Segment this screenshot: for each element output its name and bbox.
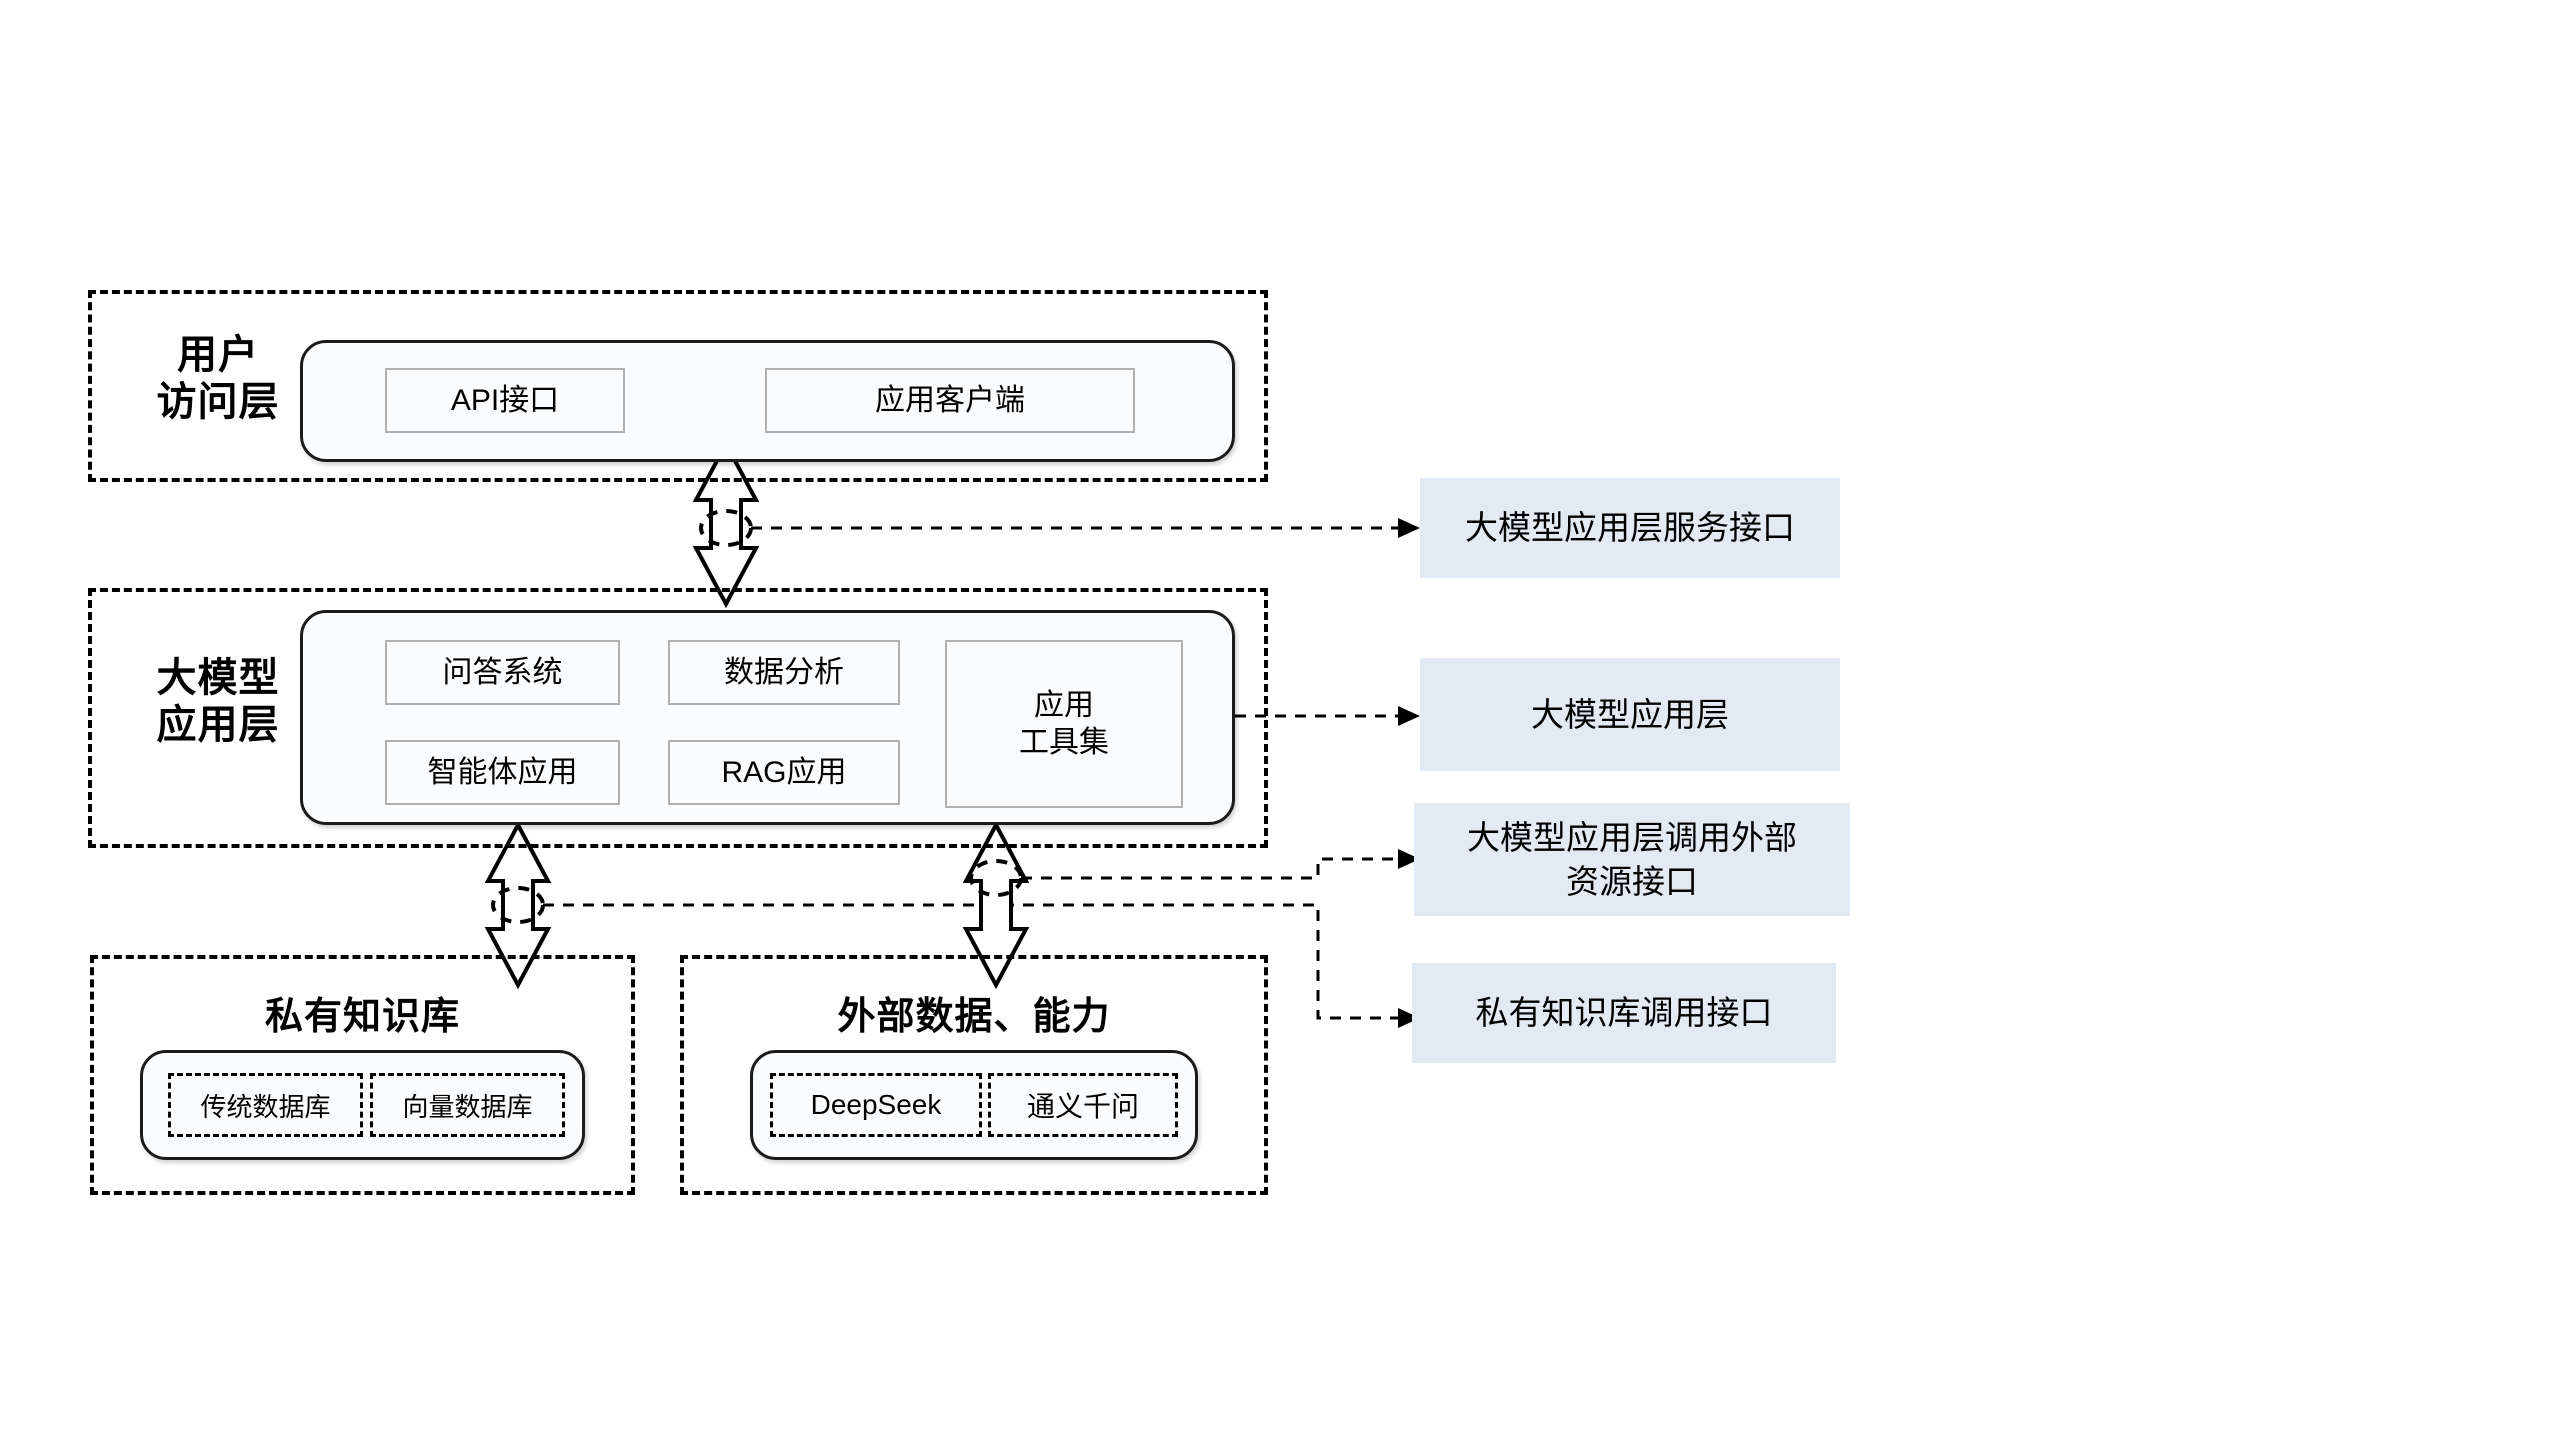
interface-marker-2 [491,886,545,924]
cell-app-toolset[interactable]: 应用 工具集 [945,640,1183,808]
cell-rag-app[interactable]: RAG应用 [668,740,900,805]
panel-user-access [300,340,1235,462]
panel-llm-app [300,610,1235,825]
callout-line-external-resource-interface [1021,857,1398,880]
cell-qa-system[interactable]: 问答系统 [385,640,620,705]
cell-vector-db[interactable]: 向量数据库 [370,1073,565,1137]
cell-app-client[interactable]: 应用客户端 [765,368,1135,433]
chip-service-interface[interactable]: 大模型应用层服务接口 [1420,478,1840,578]
cell-api-interface[interactable]: API接口 [385,368,625,433]
chip-private-kb-interface[interactable]: 私有知识库调用接口 [1412,963,1836,1063]
cell-agent-app[interactable]: 智能体应用 [385,740,620,805]
cell-traditional-db[interactable]: 传统数据库 [168,1073,363,1137]
layer-title-llm-app: 大模型 应用层 [156,656,280,748]
group-heading-external-data: 外部数据、能力 [837,996,1111,1038]
chip-external-resource-interface[interactable]: 大模型应用层调用外部 资源接口 [1414,803,1850,916]
cell-data-analysis[interactable]: 数据分析 [668,640,900,705]
chip-llm-app-layer[interactable]: 大模型应用层 [1420,658,1840,771]
layer-box-llm-app [88,588,1268,848]
panel-external-data [750,1050,1198,1160]
interface-marker-1 [699,509,753,547]
callout-arrowhead-1 [1398,518,1420,538]
layer-title-user-access: 用户 访问层 [156,333,280,425]
layer-box-external-data [680,955,1268,1195]
layer-box-user-access [88,290,1268,482]
cell-deepseek[interactable]: DeepSeek [770,1073,982,1137]
callout-arrowhead-2 [1398,706,1420,726]
interface-marker-3 [969,859,1023,897]
group-heading-private-kb: 私有知识库 [264,996,460,1038]
layer-box-private-kb [90,955,635,1195]
cell-tongyi-qianwen[interactable]: 通义千问 [988,1073,1178,1137]
